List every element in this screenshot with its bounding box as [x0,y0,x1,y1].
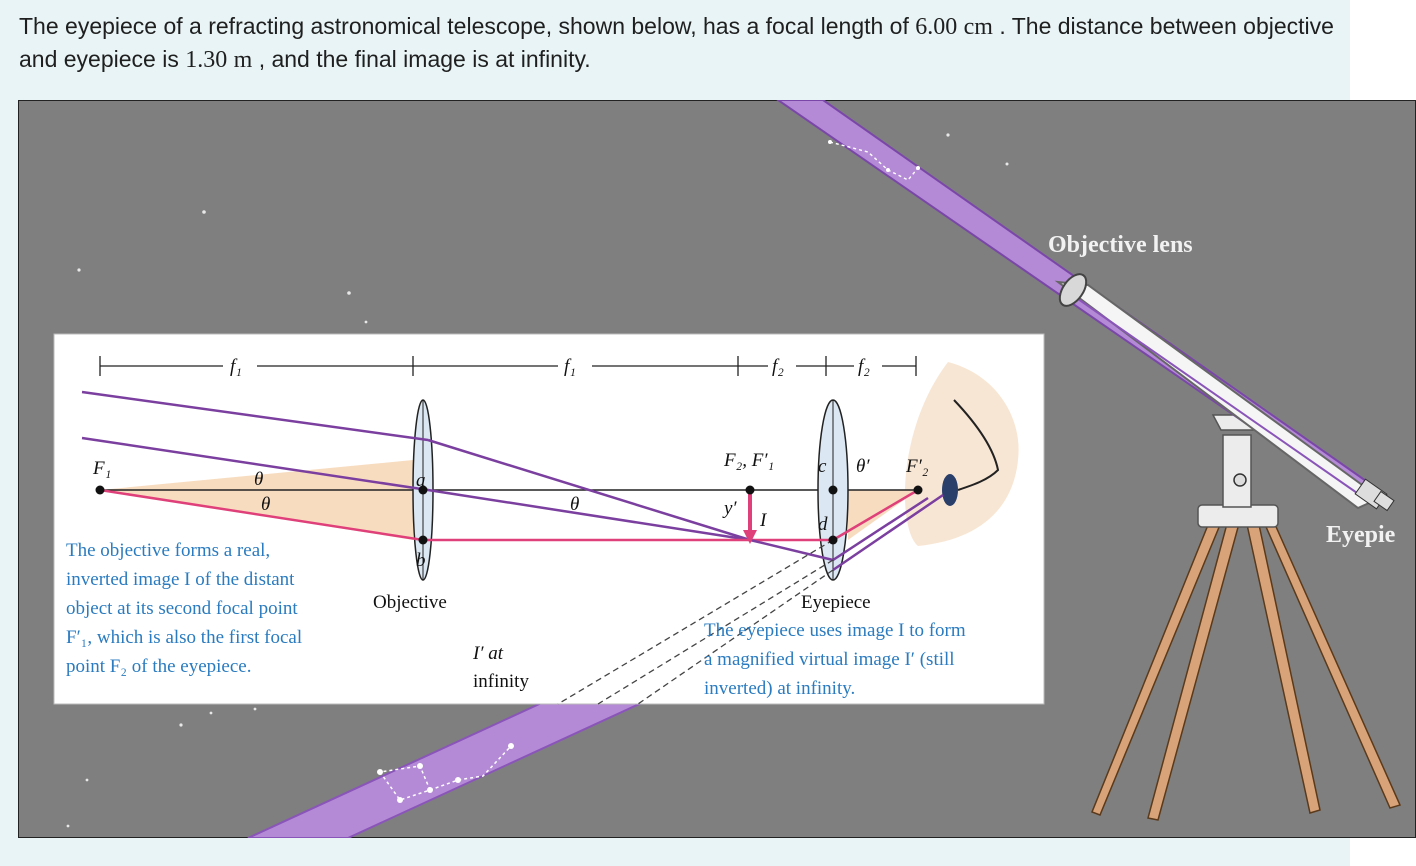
telescope-figure: Objective lens Eyepie f [18,100,1416,838]
inset-diagram: f₁ f₁ f₂ f₂ [66,356,1019,705]
f2-label-right: f₂ [858,356,870,377]
tripod [1091,414,1402,821]
f1-label-left: f₁ [230,356,242,377]
stars [66,133,1060,828]
label-d: d [818,514,828,535]
question-part1: The eyepiece of a refracting astronomica… [19,13,916,39]
telescope-tube [776,100,1395,512]
theta-mid-label: θ [570,494,579,515]
eyepiece-label: Eyepie [1326,522,1396,548]
infinity-label: infinity [473,671,529,692]
eyepiece-note-line-1: The eyepiece uses image I to form [704,620,966,641]
F1-label: F₁ [92,458,111,479]
constellation-upper [828,140,920,181]
F2-F1prime-label: F₂, F′₁ [723,450,774,471]
inset-panel [53,333,1045,705]
eyepiece-note-line-2: a magnified virtual image I′ (still [704,649,955,670]
objective-note-line-3: object at its second focal point [66,598,298,619]
focal-length-value: 6.00 [915,14,958,40]
theta-upper-label: θ [254,469,263,490]
question-part3: , and the final image is at infinity. [258,46,591,72]
f2-label-left: f₂ [772,356,784,377]
eyepiece-note-line-3: inverted) at infinity. [704,678,855,699]
objective-note-line-5: point F₂ of the eyepiece. [66,656,251,677]
label-a: a [416,470,426,491]
focal-length-unit: cm [963,14,993,40]
theta-lower-label: θ [261,494,270,515]
distance-unit: m [233,47,253,73]
question-text: The eyepiece of a refracting astronomica… [19,10,1339,76]
objective-note-line-1: The objective forms a real, [66,540,270,561]
label-b: b [416,550,426,571]
objective-note-line-2: inverted image I of the distant [66,569,295,590]
objective-note-line-4: F′₁, which is also the first focal [66,627,302,648]
objective-label: Objective [373,592,447,613]
question-part2: . The distance between objective and eye… [19,13,1334,72]
objective-lens-label: Objective lens [1048,232,1193,258]
y-prime-label: y′ [722,498,737,519]
theta-prime-label: θ′ [856,456,870,477]
F2prime-label: F′₂ [905,456,929,477]
eyepiece-caption-label: Eyepiece [801,592,871,613]
i-prime-at-label: I′ at [472,643,504,664]
label-c: c [818,456,827,477]
f1-label-right: f₁ [564,356,576,377]
constellation-lower [377,743,514,803]
I-label: I [759,510,768,531]
distance-value: 1.30 [185,47,228,73]
